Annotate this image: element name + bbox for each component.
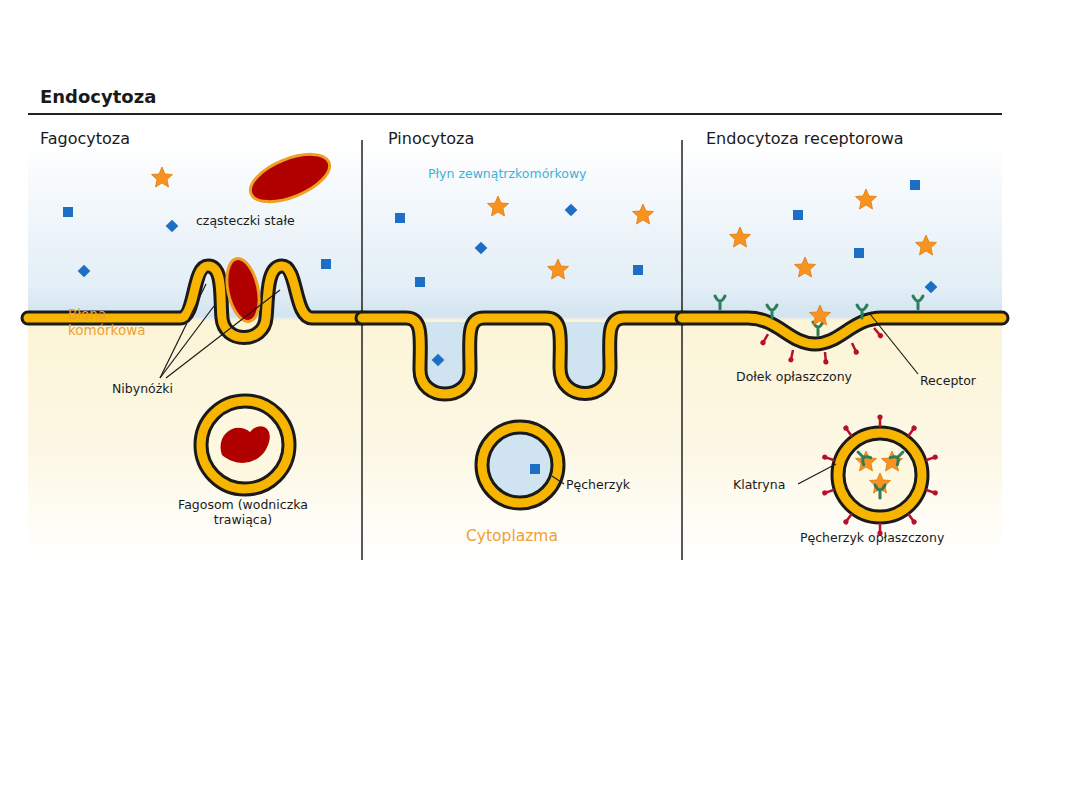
- part-label: Pęcherzyk opłaszczony: [800, 530, 944, 545]
- diagram-title: Endocytoza: [40, 86, 156, 108]
- panel-heading: Pinocytoza: [388, 129, 474, 148]
- part-label: Klatryna: [733, 477, 785, 492]
- part-label: Receptor: [920, 373, 976, 388]
- clathrin-mark: [822, 454, 836, 463]
- part-label: Błona komórkowa: [68, 306, 164, 338]
- clathrin-mark: [842, 424, 854, 437]
- clathrin-mark: [822, 487, 836, 496]
- part-label: cząsteczki stałe: [196, 213, 295, 228]
- clathrin-mark: [906, 512, 918, 525]
- clathrin-mark: [925, 487, 939, 496]
- panel-heading: Fagocytoza: [40, 129, 130, 148]
- part-label: Pęcherzyk: [566, 477, 630, 492]
- clathrin-mark: [925, 454, 939, 463]
- region-label: Cytoplazma: [466, 527, 558, 546]
- clathrin-mark: [877, 414, 882, 427]
- panel-heading: Endocytoza receptorowa: [706, 129, 904, 148]
- part-label: Fagosom (wodniczka trawiąca): [158, 497, 328, 527]
- clathrin-mark: [842, 512, 854, 525]
- region-label: Płyn zewnątrzkomórkowy: [428, 166, 587, 181]
- part-label: Dołek opłaszczony: [736, 369, 852, 384]
- part-label: Nibynóżki: [112, 381, 173, 396]
- clathrin-mark: [906, 424, 918, 437]
